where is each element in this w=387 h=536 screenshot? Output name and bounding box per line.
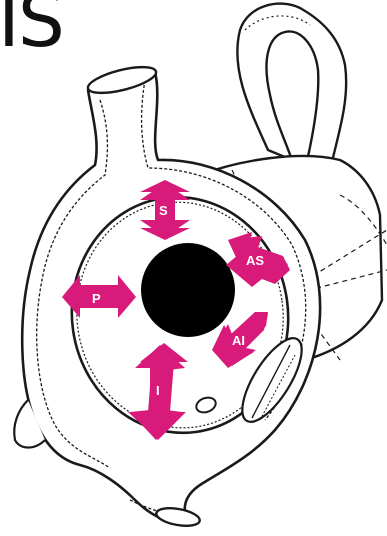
bottom-tube: [155, 505, 201, 528]
central-circle: [141, 243, 235, 337]
label-anteroinferior: AI: [232, 333, 245, 348]
upper-right-tube: [237, 4, 346, 170]
label-superior: S: [159, 203, 168, 218]
label-anterosuperior: AS: [246, 253, 264, 268]
label-posterior: P: [92, 291, 101, 306]
label-inferior: I: [156, 383, 160, 398]
